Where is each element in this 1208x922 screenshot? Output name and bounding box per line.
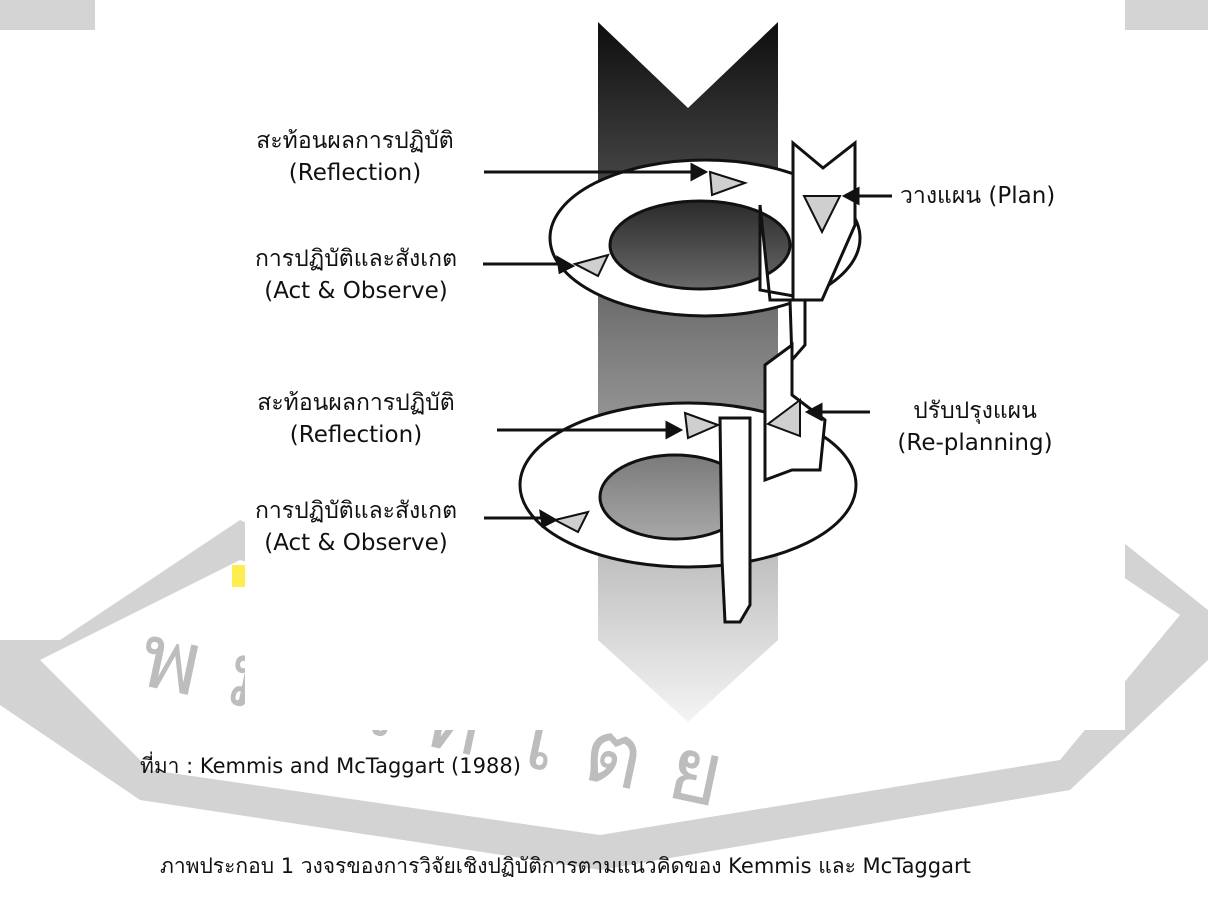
arrowhead-plan: [841, 186, 860, 206]
label-reflection-1-thai: สะท้อนผลการปฏิบัติ: [256, 128, 454, 154]
reflection-1-triangle: [708, 170, 749, 197]
label-act-observe-1: การปฏิบัติและสังเกต (Act & Observe): [225, 243, 487, 307]
label-act-observe-2-thai: การปฏิบัติและสังเกต: [254, 498, 458, 524]
arrowhead-reflection-2: [665, 420, 684, 440]
label-reflection-2-en: (Reflection): [289, 422, 423, 448]
label-act-observe-2: การปฏิบัติและสังเกต (Act & Observe): [225, 495, 487, 559]
label-re-planning-en: (Re-planning): [897, 430, 1053, 456]
label-plan: วางแผน (Plan): [900, 180, 1055, 212]
figure-caption: ภาพประกอบ 1 วงจรของการวิจัยเชิงปฏิบัติกา…: [160, 854, 971, 878]
label-plan-text: วางแผน (Plan): [900, 183, 1056, 209]
arrowhead-act-observe-2: [539, 509, 559, 529]
act-observe-2-triangle: [552, 510, 590, 534]
replanning-triangle: [765, 398, 801, 438]
reflection-2-triangle: [683, 411, 721, 440]
arrowhead-act-observe-1: [556, 255, 576, 275]
label-act-observe-1-en: (Act & Observe): [264, 278, 448, 304]
upper-spiral: [548, 139, 862, 364]
label-reflection-2: สะท้อนผลการปฏิบัติ (Reflection): [225, 387, 487, 451]
label-act-observe-2-en: (Act & Observe): [264, 530, 448, 556]
label-re-planning: ปรับปรุงแผน (Re-planning): [870, 395, 1080, 459]
label-reflection-1-en: (Reflection): [288, 160, 422, 186]
source-note: ที่มา : Kemmis and McTaggart (1988): [140, 754, 521, 778]
arrowhead-reflection-1: [690, 162, 709, 182]
act-observe-1-triangle: [572, 253, 610, 278]
label-act-observe-1-thai: การปฏิบัติและสังเกต: [254, 246, 458, 272]
arrowhead-replanning: [804, 402, 823, 422]
plan-triangle: [802, 195, 842, 235]
label-reflection-1: สะท้อนผลการปฏิบัติ (Reflection): [225, 125, 485, 189]
upper-ring-hole: [608, 199, 792, 291]
pointer-arrows: [483, 162, 892, 529]
label-re-planning-thai: ปรับปรุงแผน: [913, 398, 1037, 424]
lower-vertical-strip: [718, 416, 752, 624]
upper-plan-strip: [758, 204, 807, 364]
lower-spiral: [518, 342, 858, 624]
central-column: [598, 22, 778, 722]
label-reflection-2-thai: สะท้อนผลการปฏิบัติ: [257, 390, 455, 416]
